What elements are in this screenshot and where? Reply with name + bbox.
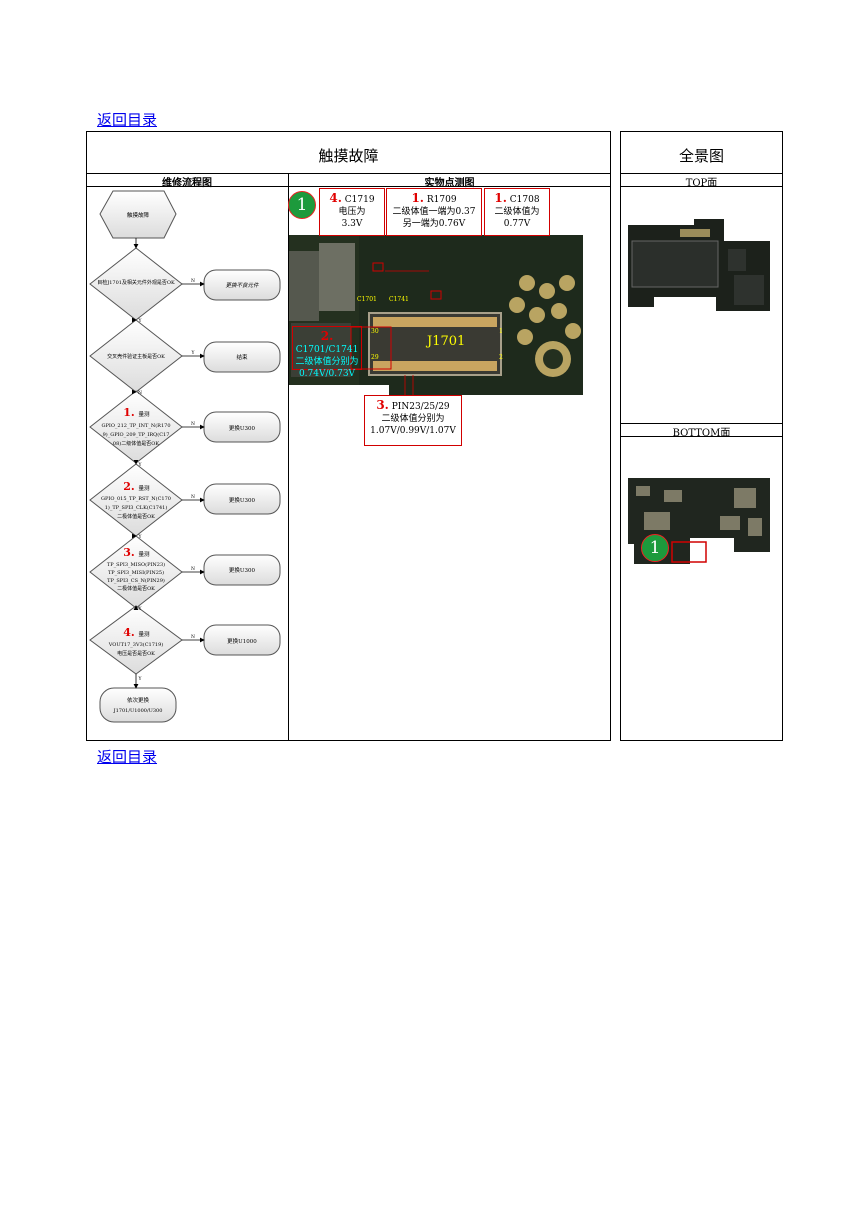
pcb-label-c1701: C1701 (357, 296, 377, 303)
callout-part: R1709 (426, 195, 457, 205)
divider (620, 186, 783, 187)
divider (620, 173, 783, 174)
action-4-label: 更换U300 (229, 496, 256, 504)
callout-value: 3.3V (341, 219, 363, 229)
divider (86, 173, 611, 174)
no-label: N (191, 278, 195, 284)
callout-number: 2. (320, 329, 334, 343)
flowchart-header: 维修流程图 (162, 178, 212, 189)
callout-text: 二级体值为 (494, 207, 540, 217)
callout-value: 另一端为0.76V (402, 219, 466, 229)
divider (620, 423, 783, 424)
callout-number: 1. (494, 191, 507, 205)
callout-text: 二级体值分别为 (381, 414, 445, 424)
pcb-drawing: C1701 C1741 J1701 30 29 1 2 (289, 235, 583, 407)
decision-3-line-2: 9)_GPIO_209_TP_IRQ(C17 (103, 431, 170, 438)
callout-text: 二级体值分别为 (295, 357, 359, 367)
callout-text: 电压为 (338, 207, 366, 217)
callout-pins: 3. PIN23/25/29 二级体值分别为 1.07V/0.99V/1.07V (364, 395, 462, 446)
callout-number: 4. (329, 191, 342, 205)
callout-r1709: 1. R1709 二级体值一端为0.37 另一端为0.76V (386, 188, 482, 236)
callout-part: C1701/C1741 (295, 345, 359, 355)
callout-number: 1. (411, 191, 424, 205)
callout-c1701-c1741: 2. C1701/C1741 二级体值分别为 0.74V/0.73V (292, 326, 362, 379)
pcb-label-c1741: C1741 (389, 296, 409, 303)
callout-value: 0.74V/0.73V (298, 369, 356, 379)
decision-4-title: 量测 (138, 484, 150, 492)
pin-label-30: 30 (371, 328, 379, 335)
action-1-label: 更换不良元件 (225, 282, 259, 289)
decision-5-number: 3. (123, 546, 134, 559)
no-label: N (191, 421, 195, 427)
overview-title: 全景图 (678, 147, 724, 165)
decision-3-title: 量测 (138, 410, 150, 418)
end-label-line-1: 依次更换 (127, 696, 150, 704)
decision-6-line-1: VOUT17_3V3(C1719) (108, 641, 164, 648)
top-side-label: TOP面 (685, 178, 718, 189)
decision-5-title: 量测 (138, 550, 150, 558)
callout-text: 二级体值一端为0.37 (392, 207, 476, 217)
decision-4-line-1: GPIO_015_TP_RST_N(C170 (101, 495, 171, 502)
no-label: N (191, 494, 195, 500)
callout-part: C1719 (344, 195, 375, 205)
decision-6-title: 量测 (138, 630, 150, 638)
end-label-line-2: J1701/U1000/U300 (113, 708, 163, 714)
callout-part: C1708 (509, 195, 540, 205)
action-6-label: 更换U1000 (227, 637, 257, 645)
decision-6-shape (89, 605, 183, 675)
action-5-label: 更换U300 (229, 566, 256, 574)
start-label: 触摸故障 (127, 211, 150, 219)
decision-5-line-4: 二极体值是否OK (117, 585, 155, 592)
no-label: N (191, 566, 195, 572)
location-badge: 1 (288, 191, 316, 219)
decision-1-label: 目检J1701及相关元件外观是否OK (97, 279, 175, 286)
no-label: N (138, 390, 142, 396)
start-shape (99, 190, 177, 239)
decision-5-line-3: TP_SPI3_CS_N(PIN29) (107, 577, 165, 584)
callout-c1708: 1. C1708 二级体值为 0.77V (484, 188, 550, 236)
callout-value: 0.77V (503, 219, 531, 229)
photo-header: 实物点测图 (424, 178, 475, 189)
page-title: 触摸故障 (318, 147, 379, 165)
decision-3-number: 1. (123, 406, 134, 419)
yes-label: Y (138, 676, 143, 682)
action-3-label: 更换U300 (229, 424, 256, 432)
pin-label-1: 1 (499, 328, 503, 335)
decision-6-number: 4. (123, 626, 134, 639)
divider (620, 436, 783, 437)
repair-flowchart: 触摸故障 目检J1701及相关元件外观是否OK 更换不良元件 交叉壳件验证主板是… (89, 190, 281, 723)
callout-c1719: 4. C1719 电压为 3.3V (319, 188, 385, 236)
decision-4-line-3: 二极体值是否OK (117, 513, 155, 520)
action-2-label: 结束 (236, 353, 248, 361)
back-to-toc-link-bottom[interactable]: 返回目录 (97, 748, 158, 766)
pin-label-29: 29 (371, 354, 379, 361)
decision-5-line-2: TP_SPI3_MISI(PIN25) (108, 569, 164, 576)
decision-2-label: 交叉壳件验证主板是否OK (107, 353, 165, 360)
top-side-board-image (628, 219, 770, 311)
end-shape (99, 687, 177, 723)
decision-6-line-2: 电压是否是否OK (117, 650, 155, 657)
yes-label: Y (138, 462, 143, 468)
no-label: N (191, 634, 195, 640)
bottom-side-label: BOTTOM面 (672, 428, 731, 439)
callout-part: PIN23/25/29 (391, 402, 450, 412)
yes-label: Y (138, 534, 143, 540)
decision-4-line-2: 1)_TP_SPI3_CLK(C1741) (105, 504, 168, 511)
decision-5-line-1: TP_SPI3_MISO(PIN23) (107, 561, 165, 568)
yes-label: Y (191, 350, 196, 356)
divider (86, 186, 611, 187)
back-to-toc-link-top[interactable]: 返回目录 (97, 111, 158, 129)
yes-label: Y (138, 606, 143, 612)
overview-location-badge: 1 (641, 534, 669, 562)
pin-label-2: 2 (499, 354, 503, 361)
decision-4-number: 2. (123, 480, 134, 493)
pcb-photo: C1701 C1741 J1701 30 29 1 2 (289, 235, 583, 407)
callout-value: 1.07V/0.99V/1.07V (370, 426, 456, 436)
pcb-label-j1701: J1701 (425, 334, 465, 349)
decision-3-line-1: GPIO_212_TP_INT_N(R170 (102, 422, 171, 429)
yes-label: Y (138, 318, 143, 324)
callout-number: 3. (376, 398, 389, 412)
decision-3-line-3: 08)二级体值是否OK (113, 440, 159, 447)
divider (288, 173, 289, 741)
